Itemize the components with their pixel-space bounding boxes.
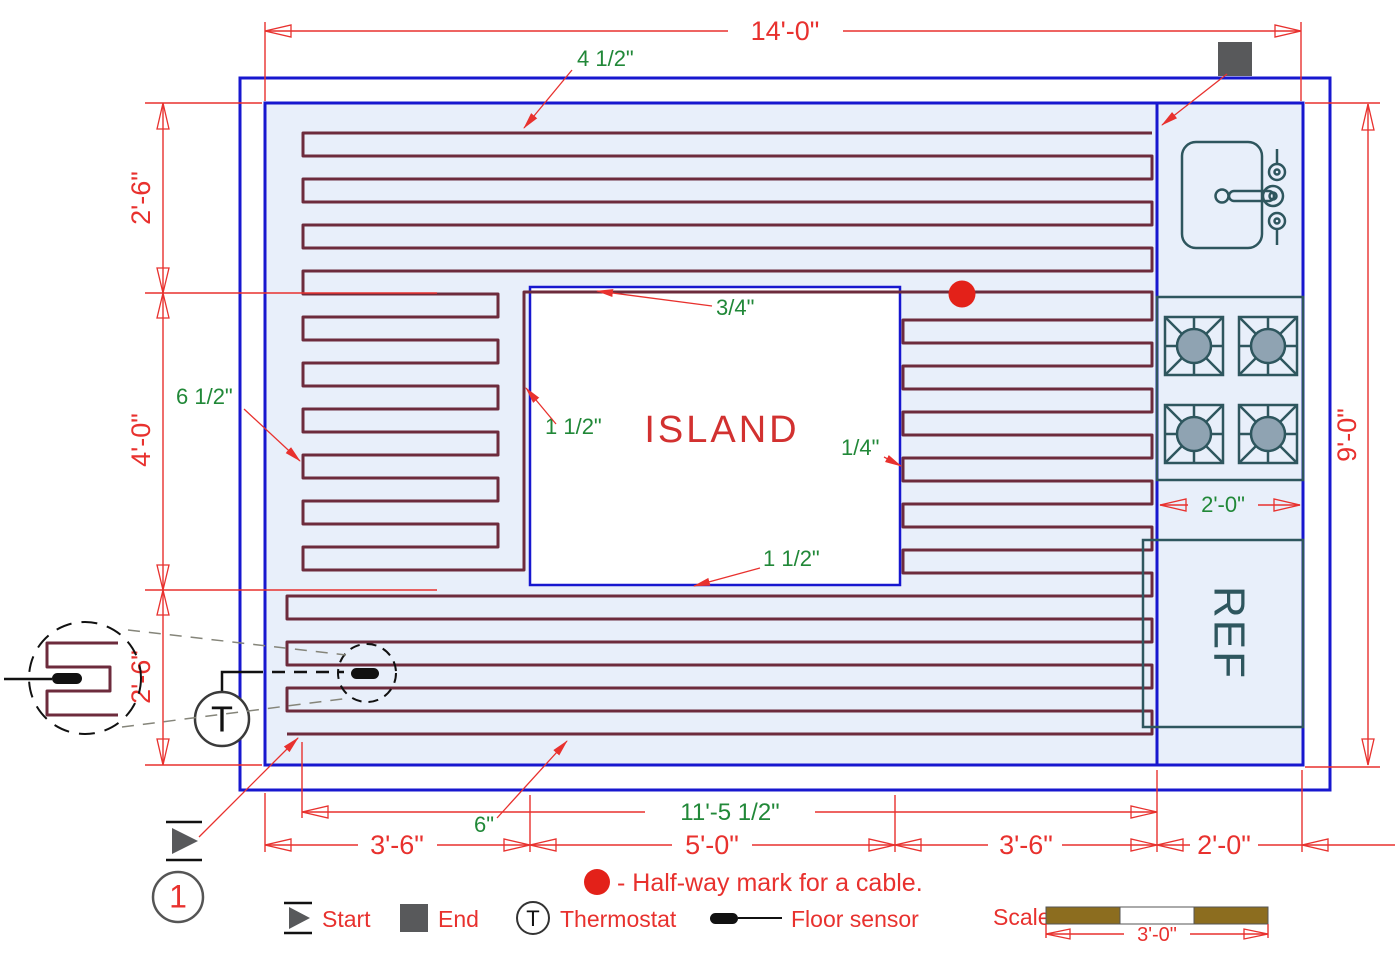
stove-outline bbox=[1155, 295, 1305, 482]
fridge-outline bbox=[1141, 538, 1305, 729]
dimension-right: 9'-0" bbox=[1305, 102, 1380, 768]
faucet-knob-bottom-dot bbox=[1273, 217, 1281, 225]
dim-counter-depth-label: 2'-0" bbox=[1201, 492, 1245, 517]
gap-top-wall-label: 4 1/2" bbox=[577, 46, 634, 71]
burner-bottom-left bbox=[1163, 403, 1225, 465]
legend-floor-sensor-icon bbox=[710, 913, 738, 924]
legend-halfway-dot bbox=[584, 869, 610, 895]
dimension-left: 2'-6" 4'-0" 2'-6" bbox=[126, 102, 437, 766]
gap-island-top-label: 3/4" bbox=[716, 295, 754, 320]
burner-top-right bbox=[1237, 315, 1299, 377]
legend-end-label: End bbox=[438, 906, 479, 932]
gap-left-wall-label: 6 1/2" bbox=[176, 384, 233, 409]
island-outline bbox=[528, 285, 902, 587]
detail-circle bbox=[28, 621, 142, 735]
legend-halfway-label: - Half-way mark for a cable. bbox=[617, 869, 923, 897]
detail-sensor-tip bbox=[52, 673, 82, 684]
gap-island-left-label: 1 1/2" bbox=[545, 414, 602, 439]
burner-top-left bbox=[1163, 315, 1225, 377]
sensor-detail-view bbox=[4, 621, 351, 735]
gap-island-right-label: 1/4" bbox=[841, 435, 879, 460]
legend-floor-sensor-label: Floor sensor bbox=[791, 906, 919, 932]
dim-bottom-seg1-label: 3'-6" bbox=[370, 830, 424, 860]
dimension-bottom: 3'-6" 5'-0" 3'-6" 2'-0" bbox=[264, 770, 1395, 860]
legend: - Half-way mark for a cable. Start End T… bbox=[284, 869, 923, 935]
heating-cable bbox=[285, 131, 1154, 736]
start-marker: 1 bbox=[151, 737, 299, 924]
dim-top-label: 14'-0" bbox=[751, 16, 820, 46]
floor-sensor-callout-circle bbox=[337, 643, 397, 703]
dimension-counter-depth: 2'-0" bbox=[1159, 492, 1301, 517]
end-marker bbox=[1161, 42, 1252, 126]
stove bbox=[1155, 295, 1305, 482]
outer-wall bbox=[238, 76, 1332, 792]
scale-bar: Scale 3'-0" bbox=[993, 904, 1269, 946]
legend-start-icon bbox=[289, 907, 310, 929]
faucet-knob-top bbox=[1267, 162, 1287, 182]
thermostat-circle bbox=[193, 690, 251, 748]
faucet-base bbox=[1261, 184, 1285, 208]
burner-bottom-right bbox=[1237, 403, 1299, 465]
gap-island-bottom-label: 1 1/2" bbox=[763, 546, 820, 571]
dim-right-label: 9'-0" bbox=[1332, 408, 1362, 462]
refrigerator: REF bbox=[1141, 538, 1305, 729]
island-label: ISLAND bbox=[644, 409, 799, 451]
dim-bottom-seg2-label: 5'-0" bbox=[685, 830, 739, 860]
scale-label: Scale bbox=[993, 904, 1051, 930]
thermostat-letter: T bbox=[211, 699, 233, 740]
thermostat-plan: T bbox=[193, 670, 344, 748]
dim-bottom-seg4-label: 2'-0" bbox=[1197, 830, 1251, 860]
sink bbox=[1180, 140, 1287, 250]
legend-thermostat-label: Thermostat bbox=[560, 906, 677, 932]
detail-number-label: 1 bbox=[169, 878, 187, 914]
fridge-label: REF bbox=[1204, 586, 1253, 680]
faucet-spout bbox=[1227, 189, 1276, 203]
detail-cable-loop bbox=[45, 641, 118, 717]
dim-left-middle-label: 4'-0" bbox=[126, 413, 156, 467]
start-marker-triangle bbox=[172, 828, 198, 854]
dimension-top: 14'-0" bbox=[264, 16, 1302, 101]
gap-annotations: 4 1/2" 6 1/2" 3/4" 1 1/2" 1/4" 1 1/2" 6" bbox=[176, 46, 902, 837]
gap-bottom-wall-label: 6" bbox=[474, 812, 494, 837]
dim-cable-span-label: 11'-5 1/2" bbox=[680, 799, 779, 826]
scale-length-label: 3'-0" bbox=[1137, 924, 1177, 946]
kitchen-island: ISLAND bbox=[528, 285, 902, 587]
end-marker-square bbox=[1218, 42, 1252, 76]
scale-bar-white-segment bbox=[1119, 906, 1195, 925]
dim-bottom-seg3-label: 3'-6" bbox=[999, 830, 1053, 860]
dim-left-top-label: 2'-6" bbox=[126, 171, 156, 225]
faucet-base-center bbox=[1268, 191, 1278, 201]
detail-number-circle bbox=[151, 870, 205, 924]
floor-sensor-tip bbox=[351, 668, 379, 679]
legend-end-icon bbox=[400, 904, 428, 932]
legend-thermostat-letter: T bbox=[526, 906, 539, 931]
legend-start-label: Start bbox=[322, 906, 371, 932]
faucet-knob-top-dot bbox=[1273, 168, 1281, 176]
legend-thermostat-icon bbox=[516, 901, 550, 935]
halfway-mark-dot bbox=[948, 280, 976, 308]
dimension-cable-span: 11'-5 1/2" bbox=[301, 742, 1158, 826]
floor-sensor-plan bbox=[337, 643, 397, 703]
